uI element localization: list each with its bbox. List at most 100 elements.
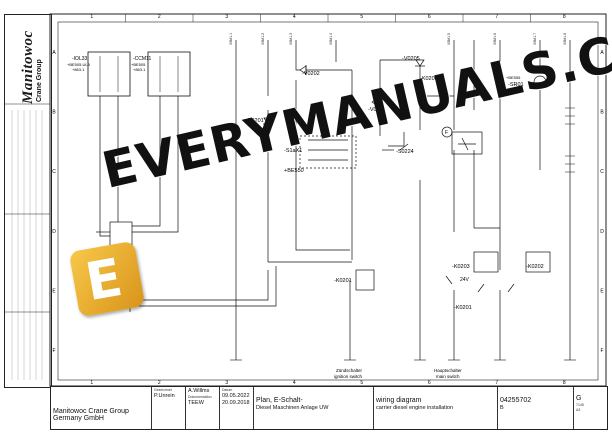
ccm11-ref-text: +863.1 xyxy=(133,67,146,72)
v0202-label: -V0202 xyxy=(302,71,320,77)
drawn-label: Gezeichnet xyxy=(154,388,172,392)
main-switch-de: Hauptschalter xyxy=(434,368,462,373)
date-1: 09.05.2022 xyxy=(222,392,250,399)
date-label: Datum xyxy=(222,388,233,392)
ignition-switch-en: ignition switch xyxy=(334,374,363,379)
s0224-label: -S0224 xyxy=(396,149,414,155)
tb-title-de-cell: Plan, E-Schalt- Diesel Maschinen Anlage … xyxy=(253,387,373,429)
wire-number-marks: X5M1.1 X5M1.2 X5M1.3 X5M1.4 X5M1.5 X5M1.… xyxy=(229,33,567,45)
doc-label: Dokumentation xyxy=(188,395,212,399)
row-marker-C-left: C xyxy=(52,169,56,175)
iol33-sub-text: +BE505.UL3 xyxy=(67,62,91,67)
svg-text:X5M1.7: X5M1.7 xyxy=(533,33,537,45)
column-marker-4-bottom: 4 xyxy=(293,380,296,386)
k0201-right-label: -K0201 xyxy=(454,305,472,311)
tb-drawn-cell: Gezeichnet P.Unrein xyxy=(151,387,185,429)
wires-center xyxy=(235,40,571,360)
k0201-bottom-label: -K0201 xyxy=(334,278,352,284)
title-en-1: wiring diagram xyxy=(376,397,422,404)
column-marker-3-top: 3 xyxy=(225,14,228,20)
svg-text:X5M1.3: X5M1.3 xyxy=(289,33,293,45)
wires-left xyxy=(96,96,277,312)
column-marker-8-top: 8 xyxy=(563,14,566,20)
v0201-label: -V0201 xyxy=(246,118,264,124)
svg-text:X5M1.2: X5M1.2 xyxy=(261,33,265,45)
diodes xyxy=(263,59,425,125)
row-marker-D-left: D xyxy=(52,229,56,235)
doc-value: TEEW xyxy=(188,399,204,406)
main-switch-en: main switch xyxy=(436,374,460,379)
column-marker-5-bottom: 5 xyxy=(360,380,363,386)
svg-text:X5M1.8: X5M1.8 xyxy=(563,33,567,45)
revision: B xyxy=(500,405,504,411)
column-marker-2-top: 2 xyxy=(158,14,161,20)
title-block: Manitowoc Crane Group Germany GmbH Gezei… xyxy=(50,386,608,430)
row-marker-D-right: D xyxy=(600,229,604,235)
column-marker-7-top: 7 xyxy=(495,14,498,20)
row-marker-B-right: B xyxy=(600,110,604,116)
column-marker-1-bottom: 1 xyxy=(90,380,93,386)
row-marker-F-left: F xyxy=(52,348,55,354)
drawing-number: 04255702 xyxy=(500,397,532,404)
k0203-right-label: -K0203 xyxy=(452,264,470,270)
row-marker-E-right: E xyxy=(600,289,604,295)
row-marker-E-left: E xyxy=(52,289,56,295)
sheet-code: 7145 xyxy=(576,403,584,407)
voltage-label: 24V xyxy=(460,277,470,283)
contacts xyxy=(299,75,551,293)
ccm11-block xyxy=(147,51,191,97)
svg-text:X5M1.1: X5M1.1 xyxy=(229,33,233,45)
s1ax1-label: -S1aX1 xyxy=(284,148,302,154)
column-marker-2-bottom: 2 xyxy=(158,380,161,386)
sheet-letter: G xyxy=(576,395,582,402)
connector-xm xyxy=(109,221,133,249)
checked-by: A.Willms xyxy=(188,388,210,394)
column-marker-1-top: 1 xyxy=(90,14,93,20)
row-marker-A-left: A xyxy=(52,50,56,56)
date-2: 20.09.2018 xyxy=(222,399,250,406)
column-marker-4-top: 4 xyxy=(293,14,296,20)
tb-drawing-no-cell: 04255702 B xyxy=(497,387,573,429)
v0206-label: -V0206 xyxy=(368,107,386,113)
tb-date-cell: Datum 09.05.2022 20.09.2018 xyxy=(219,387,253,429)
iol33-tag-text: -IOL33 xyxy=(72,56,88,62)
column-markers: 1 1 2 2 3 3 4 4 5 5 6 6 7 7 8 8 xyxy=(90,14,566,386)
svg-text:X5M1.6: X5M1.6 xyxy=(493,33,497,45)
column-marker-7-bottom: 7 xyxy=(495,380,498,386)
right-connectors xyxy=(565,107,575,173)
v0205-label: -V0205 xyxy=(402,56,420,62)
fuse-f-symbol: F xyxy=(445,130,448,136)
tb-title-en-cell: wiring diagram carrier diesel engine ins… xyxy=(373,387,497,429)
sheet-format: A3 xyxy=(576,407,581,412)
column-marker-3-bottom: 3 xyxy=(225,380,228,386)
sr01-label: -SR01 xyxy=(508,82,524,88)
be550-label: +BE550 xyxy=(284,168,304,174)
iol33-ref-text: +863.1 xyxy=(72,67,85,72)
title-de-2: Diesel Maschinen Anlage UW xyxy=(256,405,329,411)
tb-sheet-cell: G 7145 A3 xyxy=(573,387,607,429)
ccm11-tag-text: -CCM11 xyxy=(133,56,151,62)
column-marker-5-top: 5 xyxy=(360,14,363,20)
row-marker-F-right: F xyxy=(600,348,603,354)
ignition-switch-de: Zündschalter xyxy=(336,368,363,373)
k0202-label: -K0202 xyxy=(526,264,544,270)
title-de-1: Plan, E-Schalt- xyxy=(256,397,303,404)
tb-company-cell: Manitowoc Crane Group Germany GmbH xyxy=(51,387,151,429)
row-marker-B-left: B xyxy=(52,110,56,116)
tb-doc-cell: A.Willms Dokumentation TEEW xyxy=(185,387,219,429)
legal-text-lines xyxy=(11,110,43,380)
iol33-block xyxy=(87,51,131,97)
drawn-by: P.Unrein xyxy=(154,392,175,399)
company-name: Manitowoc Crane Group Germany GmbH xyxy=(53,408,129,422)
column-marker-6-bottom: 6 xyxy=(428,380,431,386)
column-marker-8-bottom: 8 xyxy=(563,380,566,386)
svg-text:X5M1.4: X5M1.4 xyxy=(329,33,333,45)
k0203-top-label: -K0203 xyxy=(420,76,438,82)
title-en-2: carrier diesel engine installation xyxy=(376,405,454,411)
svg-text:X5M1.5: X5M1.5 xyxy=(447,33,451,45)
column-marker-6-top: 6 xyxy=(428,14,431,20)
be555-label: +BE555 xyxy=(506,75,521,80)
